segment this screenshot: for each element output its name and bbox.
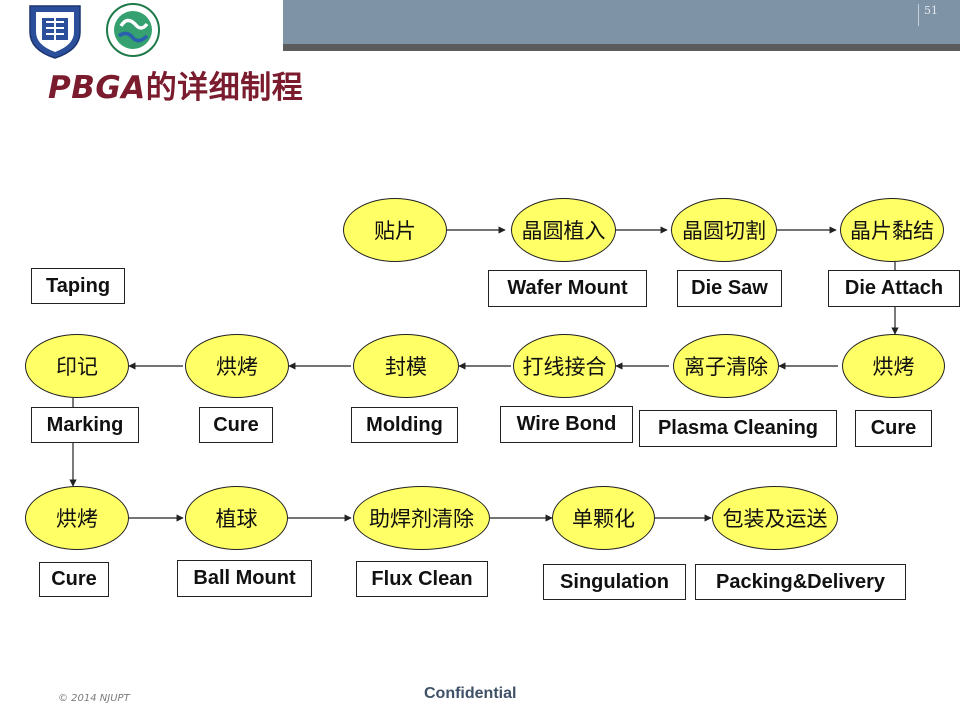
step-molding-node: 封模	[353, 334, 459, 398]
step-cure-3-label: Cure	[39, 562, 109, 597]
step-ball-mount-node: 植球	[185, 486, 288, 550]
step-flux-clean-node: 助焊剂清除	[353, 486, 490, 550]
step-ball-mount-label: Ball Mount	[177, 560, 312, 597]
step-die-saw-label: Die Saw	[677, 270, 782, 307]
step-cure-1-node: 烘烤	[842, 334, 945, 398]
university-logo-icon	[29, 5, 81, 59]
step-cure-2-label: Cure	[199, 407, 273, 443]
step-cure-2-node: 烘烤	[185, 334, 289, 398]
footer-copyright: © 2014 NJUPT	[58, 693, 130, 704]
page-title-latin: PBGA	[48, 70, 146, 106]
step-taping-node: 贴片	[343, 198, 447, 262]
step-wire-bond-node: 打线接合	[513, 334, 616, 398]
page-number: 51	[918, 4, 948, 26]
step-packing-delivery-label: Packing&Delivery	[695, 564, 906, 600]
step-plasma-cleaning-label: Plasma Cleaning	[639, 410, 837, 447]
step-cure-1-label: Cure	[855, 410, 932, 447]
footer-confidential: Confidential	[424, 685, 517, 702]
page-title-cjk: 的详细制程	[145, 70, 304, 106]
step-wafer-mount-label: Wafer Mount	[488, 270, 647, 307]
step-marking-node: 印记	[25, 334, 129, 398]
step-taping-label: Taping	[31, 268, 125, 304]
step-singulation-node: 单颗化	[552, 486, 655, 550]
page-title: PBGA的详细制程	[48, 62, 303, 107]
lab-logo-icon	[106, 3, 160, 57]
step-die-saw-node: 晶圆切割	[671, 198, 777, 262]
header-band	[283, 0, 960, 44]
step-molding-label: Molding	[351, 407, 458, 443]
step-singulation-label: Singulation	[543, 564, 686, 600]
step-die-attach-node: 晶片黏结	[840, 198, 944, 262]
step-flux-clean-label: Flux Clean	[356, 561, 488, 597]
header-strip	[283, 44, 960, 51]
step-wafer-mount-node: 晶圆植入	[511, 198, 616, 262]
step-cure-3-node: 烘烤	[25, 486, 129, 550]
step-die-attach-label: Die Attach	[828, 270, 960, 307]
step-plasma-cleaning-node: 离子清除	[673, 334, 779, 398]
step-wire-bond-label: Wire Bond	[500, 406, 633, 443]
step-packing-delivery-node: 包装及运送	[712, 486, 838, 550]
step-marking-label: Marking	[31, 407, 139, 443]
